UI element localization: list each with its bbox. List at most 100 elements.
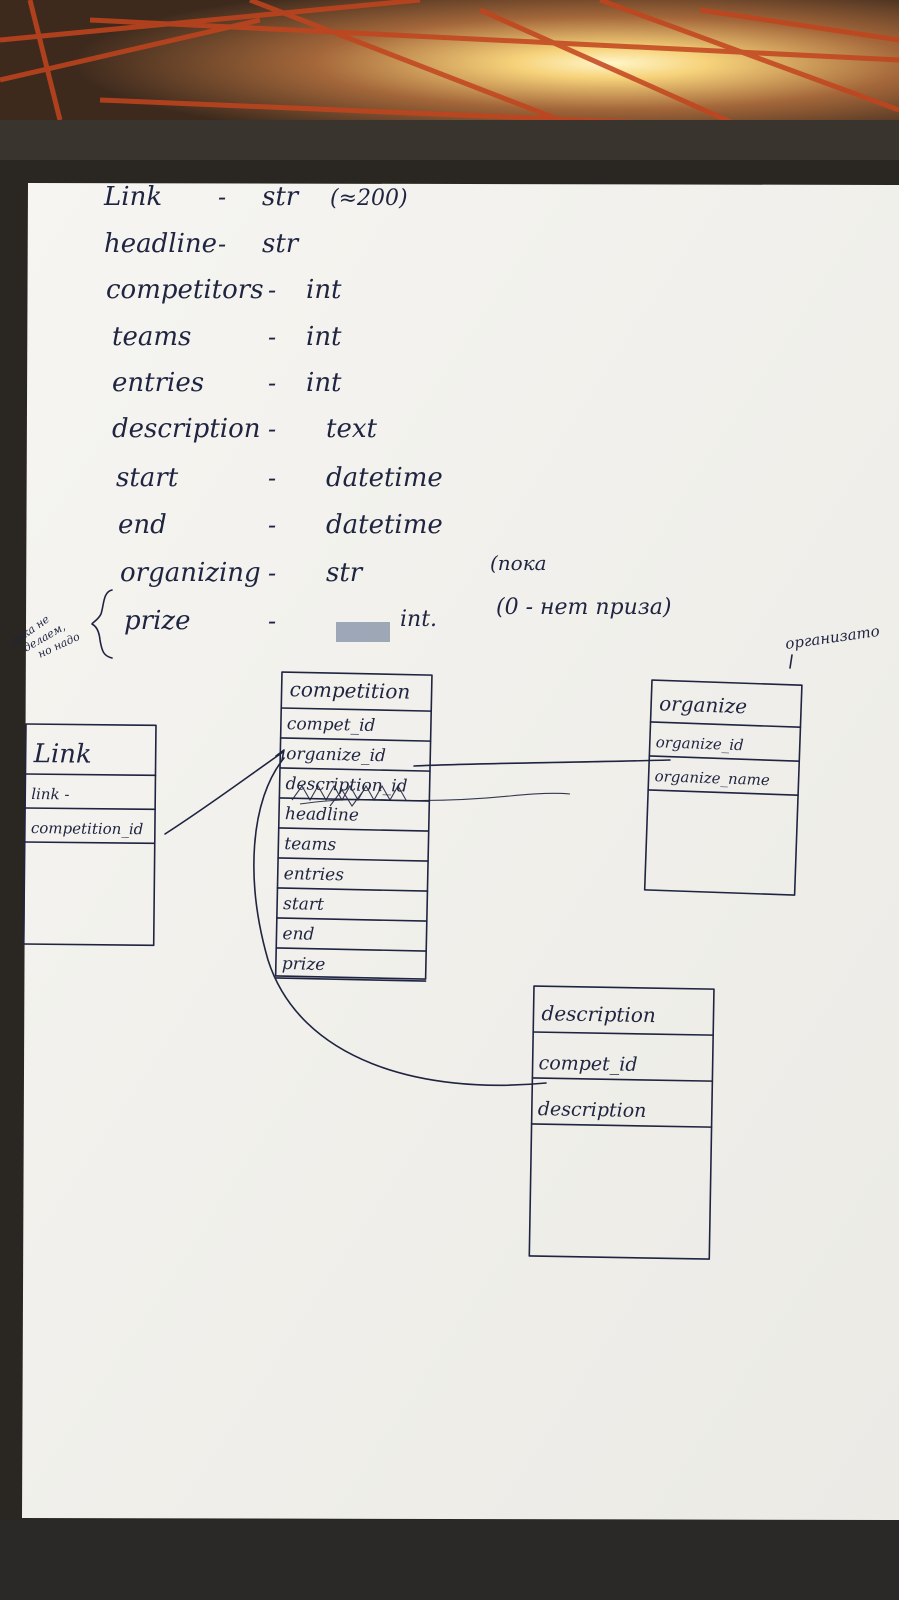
- field-dash: -: [268, 323, 276, 351]
- table-field: description_id: [285, 774, 407, 797]
- title-divider: [24, 773, 157, 777]
- table-title: description: [541, 1001, 656, 1027]
- field-type: str: [326, 558, 364, 588]
- field-row: end - datetime: [118, 510, 443, 540]
- relationship-lines: [164, 749, 671, 1087]
- table-field: compet_id: [287, 714, 376, 736]
- field-type: text: [326, 414, 377, 444]
- field-row: organizing- str (пока: [120, 551, 547, 588]
- table-title: organize: [659, 691, 748, 718]
- field-dash: -: [218, 183, 226, 211]
- field-name: headline: [104, 229, 217, 259]
- table-description: description compet_id description: [528, 985, 715, 1260]
- table-border: [643, 679, 803, 896]
- field-name: organizing: [120, 558, 261, 588]
- field-type: datetime: [326, 510, 443, 540]
- row-divider: [23, 841, 156, 845]
- field-name: end: [118, 510, 167, 540]
- field-type: int.: [400, 607, 437, 632]
- field-row: description- text: [112, 414, 377, 444]
- arrow-head: [275, 749, 285, 761]
- row-divider: [277, 857, 429, 862]
- table-title: Link: [33, 739, 92, 770]
- field-row: Link - str (≈200): [103, 182, 408, 212]
- row-divider: [531, 1077, 714, 1082]
- background-lamp: [0, 0, 899, 160]
- title-divider: [649, 721, 802, 729]
- field-name: competitors: [106, 275, 264, 305]
- field-dash: -: [268, 511, 276, 539]
- field-type: int: [306, 322, 342, 352]
- row-divider: [276, 917, 428, 922]
- row-divider: [24, 807, 156, 811]
- table-border: [22, 723, 157, 947]
- table-field: start: [283, 894, 324, 915]
- field-dash: -: [218, 230, 226, 258]
- field-type: str: [262, 229, 300, 259]
- table-field: end: [282, 924, 314, 945]
- title-divider: [280, 707, 433, 712]
- field-type: int: [306, 275, 342, 305]
- row-divider: [276, 887, 429, 892]
- table-title: competition: [289, 677, 410, 704]
- table-field: prize: [282, 954, 326, 975]
- table-field: compet_id: [538, 1052, 637, 1076]
- competition-to-organize-line: [413, 759, 671, 767]
- row-divider: [279, 767, 431, 772]
- table-organize: organize organize_id organize_name: [643, 679, 803, 896]
- er-tables: Link link - competition_id competition compe…: [22, 671, 803, 1260]
- scribble-over-type: [336, 622, 390, 642]
- field-name: Link: [103, 182, 162, 212]
- table-field: description: [538, 1098, 647, 1122]
- field-dash: -: [268, 369, 276, 397]
- field-dash: -: [268, 415, 276, 443]
- table-border: [528, 985, 715, 1260]
- table-link: Link link - competition_id: [22, 723, 157, 947]
- field-dash: -: [268, 607, 276, 635]
- field-list: Link-str(≈200)headline-strcompetitors-in…: [103, 182, 671, 636]
- field-note: (0 - нет приза): [496, 595, 671, 620]
- title-divider: [532, 1031, 714, 1036]
- field-name: start: [116, 463, 179, 493]
- field-note: (≈200): [330, 186, 408, 211]
- field-row: headline- str: [104, 229, 300, 259]
- table-surface: [0, 1520, 899, 1600]
- table-field: entries: [284, 864, 345, 885]
- field-dash: -: [268, 559, 276, 587]
- link-to-competition-line: [164, 751, 284, 835]
- row-divider: [277, 827, 430, 832]
- note-tick: [789, 654, 793, 669]
- field-dash: -: [268, 276, 276, 304]
- field-name: teams: [112, 322, 191, 352]
- field-row: entries - int: [112, 368, 342, 398]
- field-row: competitors- int: [106, 275, 342, 305]
- row-divider: [275, 947, 427, 952]
- table-field: link -: [31, 785, 69, 803]
- field-dash: -: [268, 464, 276, 492]
- field-row: teams - int: [112, 322, 342, 352]
- field-name: description: [112, 414, 260, 444]
- strike-scribble: [291, 784, 571, 807]
- table-field: organize_name: [654, 767, 770, 789]
- table-field: teams: [284, 834, 337, 855]
- field-note: (пока: [490, 551, 547, 575]
- field-name: entries: [112, 368, 204, 398]
- field-type: str: [262, 182, 300, 212]
- row-divider: [530, 1123, 713, 1128]
- row-divider: [274, 977, 427, 982]
- row-divider: [648, 755, 801, 762]
- table-field: competition_id: [31, 819, 144, 838]
- row-divider: [647, 789, 799, 796]
- table-border: [274, 671, 433, 980]
- table-field: headline: [285, 804, 359, 826]
- table-field: organize_id: [286, 744, 386, 766]
- row-divider: [279, 737, 432, 742]
- field-type: int: [306, 368, 342, 398]
- description-to-competition-line: [253, 757, 547, 1087]
- table-field: organize_id: [656, 733, 744, 754]
- paper-sheet: [22, 183, 899, 1520]
- field-name: prize: [124, 606, 190, 636]
- field-type: datetime: [326, 463, 443, 493]
- field-row: prize - int. (0 - нет приза): [124, 595, 671, 636]
